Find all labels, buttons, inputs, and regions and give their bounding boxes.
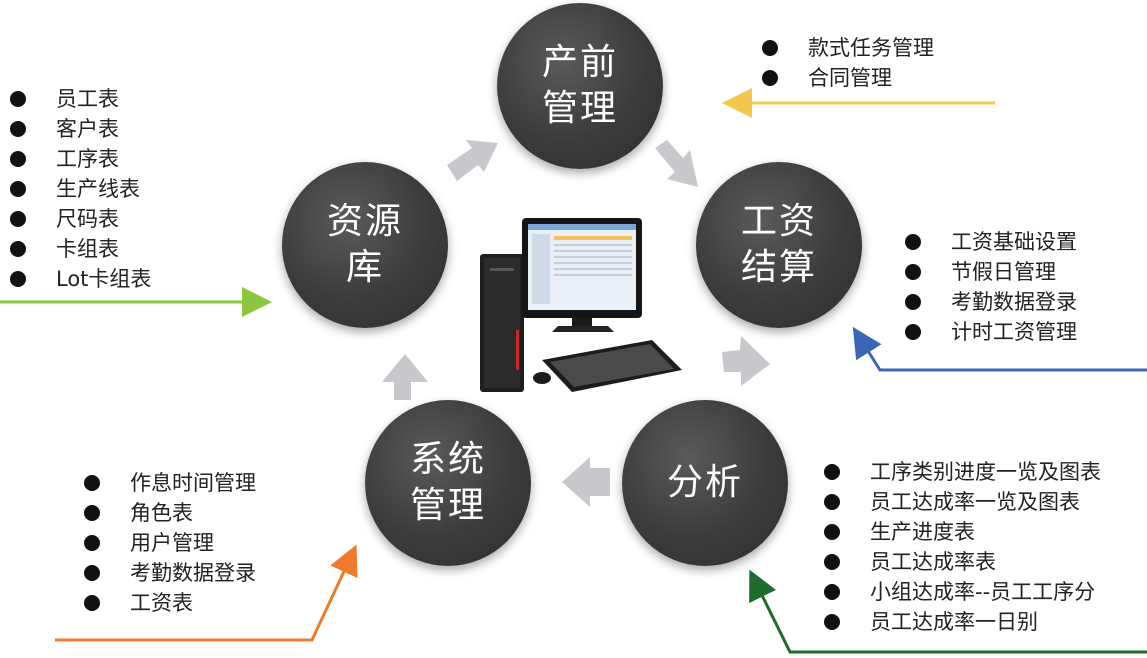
node-payroll: 工资 结算 bbox=[696, 162, 862, 328]
list-item: 生产进度表 bbox=[822, 517, 1101, 547]
list-item: 角色表 bbox=[82, 498, 256, 528]
list-item: Lot卡组表 bbox=[8, 264, 151, 294]
cycle-arrow-resource-to-preproduction bbox=[447, 140, 498, 181]
list-system: 作息时间管理 角色表 用户管理 考勤数据登录 工资表 bbox=[82, 468, 256, 618]
connector-payroll bbox=[852, 326, 1147, 372]
cycle-arrow-analysis-to-system bbox=[562, 457, 610, 507]
node-system-label: 系统 管理 bbox=[409, 439, 486, 526]
cycle-arrow-system-to-resource bbox=[382, 354, 428, 400]
list-item: 用户管理 bbox=[82, 528, 256, 558]
list-item: 员工达成率一日别 bbox=[822, 607, 1101, 637]
node-resource: 资源 库 bbox=[282, 162, 448, 328]
node-payroll-label: 工资 结算 bbox=[740, 201, 817, 288]
list-item: 工序表 bbox=[8, 144, 151, 174]
list-item: 小组达成率--员工工序分 bbox=[822, 577, 1101, 607]
list-item: 员工达成率一览及图表 bbox=[822, 487, 1101, 517]
node-preproduction: 产前 管理 bbox=[497, 3, 663, 169]
list-item: 考勤数据登录 bbox=[82, 558, 256, 588]
list-item: 工资表 bbox=[82, 588, 256, 618]
list-item: 尺码表 bbox=[8, 204, 151, 234]
node-system: 系统 管理 bbox=[365, 400, 531, 566]
list-analysis: 工序类别进度一览及图表 员工达成率一览及图表 生产进度表 员工达成率表 小组达成… bbox=[822, 457, 1101, 637]
list-item: 生产线表 bbox=[8, 174, 151, 204]
computer-icon bbox=[480, 218, 682, 392]
list-item: 卡组表 bbox=[8, 234, 151, 264]
list-item: 计时工资管理 bbox=[903, 317, 1077, 347]
list-item: 客户表 bbox=[8, 114, 151, 144]
list-item: 工序类别进度一览及图表 bbox=[822, 457, 1101, 487]
node-analysis-label: 分析 bbox=[666, 462, 743, 503]
list-item: 节假日管理 bbox=[903, 257, 1077, 287]
list-item: 考勤数据登录 bbox=[903, 287, 1077, 317]
list-item: 款式任务管理 bbox=[760, 33, 934, 63]
list-item: 工资基础设置 bbox=[903, 227, 1077, 257]
connector-analysis bbox=[749, 569, 1147, 654]
list-resource: 员工表 客户表 工序表 生产线表 尺码表 卡组表 Lot卡组表 bbox=[8, 84, 151, 294]
node-resource-label: 资源 库 bbox=[326, 201, 403, 288]
node-preproduction-label: 产前 管理 bbox=[541, 42, 618, 129]
list-payroll: 工资基础设置 节假日管理 考勤数据登录 计时工资管理 bbox=[903, 227, 1077, 347]
list-item: 合同管理 bbox=[760, 63, 934, 93]
cycle-arrow-payroll-to-analysis bbox=[722, 336, 770, 386]
list-item: 员工达成率表 bbox=[822, 547, 1101, 577]
list-item: 员工表 bbox=[8, 84, 151, 114]
list-item: 作息时间管理 bbox=[82, 468, 256, 498]
list-preproduction: 款式任务管理 合同管理 bbox=[760, 33, 934, 93]
node-analysis: 分析 bbox=[622, 400, 788, 566]
cycle-arrow-preproduction-to-payroll bbox=[655, 140, 698, 187]
connector-system bbox=[55, 544, 358, 642]
